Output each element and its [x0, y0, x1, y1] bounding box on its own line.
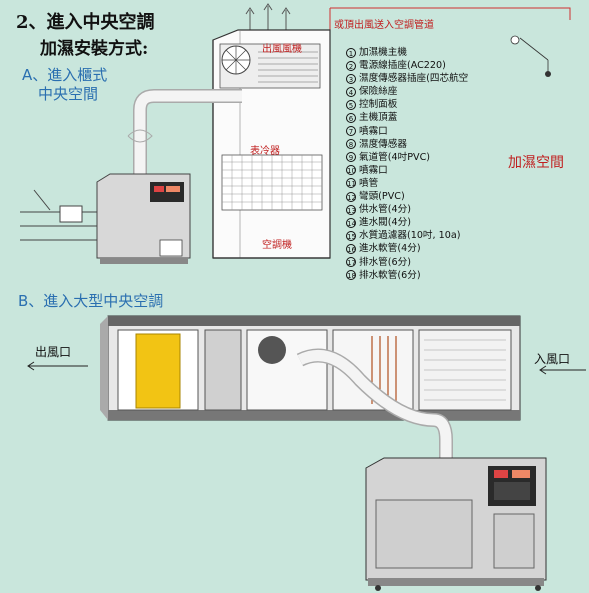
legend-number: 11	[346, 178, 356, 189]
legend-number: 10	[346, 165, 356, 176]
water-pipes-a	[20, 189, 97, 241]
legend-number: 9	[346, 152, 356, 163]
legend-number: 1	[346, 47, 356, 58]
outlet-label: 出風口	[35, 345, 72, 359]
legend-text: 濕度傳感器插座(四芯航空	[359, 73, 469, 85]
legend-number: 3	[346, 73, 356, 84]
legend-text: 電源線插座(AC220)	[359, 60, 446, 72]
ac-unit-label: 空調機	[262, 240, 292, 251]
legend-number: 15	[346, 230, 356, 241]
legend-text: 氣道管(4吋PVC)	[359, 151, 431, 163]
cooler-label: 表冷器	[250, 146, 280, 157]
legend-number: 13	[346, 204, 356, 215]
legend-text: 噴霧口	[359, 125, 388, 137]
page-title: 2、進入中央空調	[16, 12, 155, 33]
section-b-title: B、進入大型中央空調	[18, 292, 164, 310]
red-pipe-line	[329, 7, 571, 77]
top-duct-note: 或頂出風送入空調管道	[334, 20, 434, 31]
legend-text: 彎頭(PVC)	[359, 191, 405, 203]
humidifier-unit-a	[96, 173, 191, 264]
duct-arrows	[27, 361, 586, 375]
section-a-title: A、進入櫃式	[22, 66, 108, 84]
legend-text: 排水軟管(6分)	[359, 269, 421, 281]
inlet-label: 入風口	[534, 352, 571, 366]
legend-text: 主機頂蓋	[359, 112, 398, 124]
legend-text: 加濕機主機	[359, 47, 407, 58]
legend-text: 濕度傳感器	[359, 138, 407, 150]
large-ahu	[100, 315, 521, 421]
humidifier-duct-b	[296, 348, 453, 458]
legend-number: 8	[346, 139, 356, 150]
humidified-space-label: 加濕空間	[508, 155, 564, 171]
ac-cabinet	[212, 29, 331, 259]
legend-text: 噴霧口	[359, 164, 388, 176]
legend-number: 7	[346, 126, 356, 137]
outlet-fan-label: 出風風機	[262, 44, 302, 55]
legend-number: 16	[346, 243, 356, 254]
legend-number: 18	[346, 270, 356, 281]
airflow-arrows	[245, 3, 291, 30]
legend-number: 5	[346, 99, 356, 110]
legend-text: 水質過濾器(10吋, 10a)	[359, 230, 461, 242]
legend-number: 12	[346, 191, 356, 202]
legend-number: 14	[346, 217, 356, 228]
page-subtitle: 加濕安裝方式:	[40, 39, 149, 59]
legend-text: 供水管(4分)	[359, 204, 411, 216]
legend-text: 排水管(6分)	[359, 256, 411, 268]
humidifier-unit-b	[365, 457, 547, 591]
legend-number: 2	[346, 60, 356, 71]
humidifier-duct-a	[127, 89, 242, 180]
legend-text: 保險絲座	[359, 86, 398, 98]
legend-number: 6	[346, 113, 356, 124]
legend-number: 17	[346, 257, 356, 268]
legend-number: 4	[346, 86, 356, 97]
section-a-subtitle: 中央空間	[38, 85, 99, 103]
legend-text: 進水軟管(4分)	[359, 243, 421, 255]
legend-text: 進水閥(4分)	[359, 217, 411, 229]
legend-text: 噴管	[359, 177, 379, 189]
legend-text: 控制面板	[359, 99, 398, 111]
